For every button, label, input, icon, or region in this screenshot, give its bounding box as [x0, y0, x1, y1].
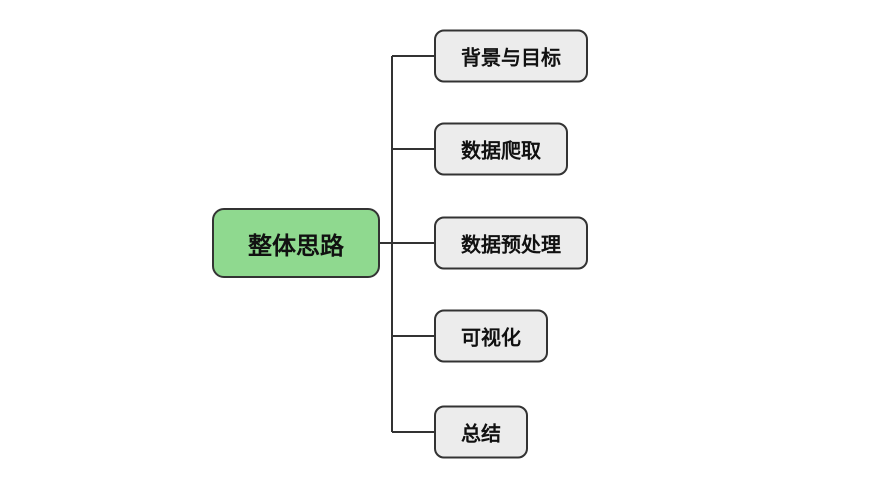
- child-node-summary[interactable]: 总结: [434, 405, 528, 459]
- root-node-overall-approach[interactable]: 整体思路: [212, 208, 380, 278]
- child-node-data-preprocessing[interactable]: 数据预处理: [434, 216, 588, 270]
- child-node-background-and-goals[interactable]: 背景与目标: [434, 29, 588, 83]
- child-node-data-crawling[interactable]: 数据爬取: [434, 122, 568, 176]
- child-node-visualization[interactable]: 可视化: [434, 309, 548, 363]
